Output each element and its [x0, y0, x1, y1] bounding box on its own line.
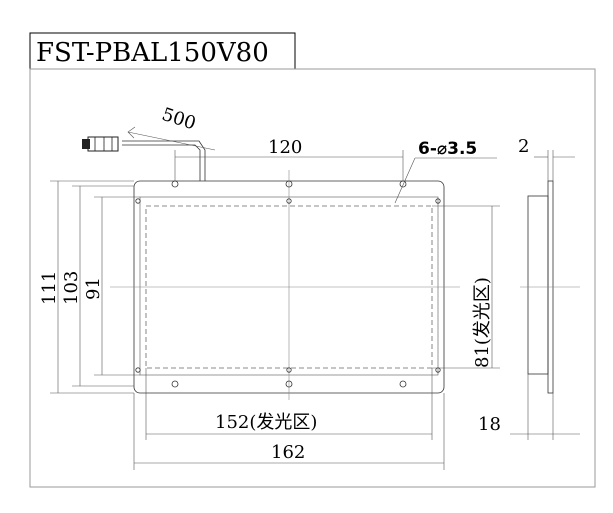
connector-icon — [87, 136, 119, 152]
dim-thickness: 2 — [518, 136, 529, 157]
hole-callout: 6-⌀3.5 — [394, 139, 497, 204]
dim-depth: 18 — [478, 414, 501, 435]
mounting-holes — [135, 180, 441, 388]
dim-holes-text: 6-⌀3.5 — [418, 139, 477, 159]
dim-hole-spacing-text: 120 — [268, 137, 302, 158]
right-dimension: 81(发光区) — [432, 205, 500, 369]
screw-icon — [435, 198, 441, 204]
hole-icon — [285, 180, 293, 188]
side-body-outline — [527, 195, 549, 375]
dim-height-outer: 111 — [39, 271, 60, 305]
bottom-dimensions: 152(发光区) 162 — [133, 368, 445, 470]
side-view: 2 18 — [478, 136, 580, 440]
hole-icon — [285, 380, 293, 388]
hole-icon — [399, 180, 407, 188]
dim-hole-spacing: 120 — [174, 137, 404, 181]
title-block: FST-PBAL150V80 — [29, 32, 296, 70]
left-dimensions: 111 103 91 — [39, 180, 140, 394]
drawing-frame — [29, 68, 596, 488]
hole-icon — [399, 380, 407, 388]
front-view: 500 120 6-⌀3.5 111 103 — [39, 104, 500, 470]
hole-icon — [171, 180, 179, 188]
dim-height-frame: 103 — [61, 271, 82, 305]
dim-light-width: 152(发光区) — [215, 412, 317, 433]
dim-cable-length: 500 — [159, 104, 198, 135]
cable — [82, 136, 206, 181]
screw-icon — [135, 198, 141, 204]
dim-total-width: 162 — [271, 442, 305, 463]
screw-icon — [135, 367, 141, 373]
screw-icon — [286, 198, 292, 204]
screw-icon — [286, 367, 292, 373]
dim-light-height-vertical: 81(发光区) — [472, 277, 493, 368]
hole-icon — [171, 380, 179, 388]
dim-height-light: 91 — [83, 277, 104, 300]
title-text: FST-PBAL150V80 — [36, 38, 269, 68]
